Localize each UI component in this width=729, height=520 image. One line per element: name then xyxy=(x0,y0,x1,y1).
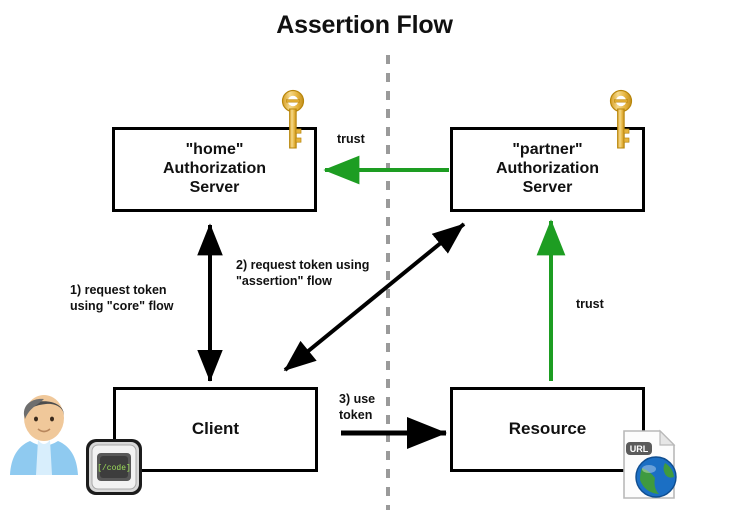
node-client[interactable]: Client xyxy=(113,387,318,472)
code-device-text: [/code] xyxy=(97,464,131,473)
node-home-authorization-server[interactable]: "home" Authorization Server xyxy=(112,127,317,212)
node-partner-authorization-server[interactable]: "partner" Authorization Server xyxy=(450,127,645,212)
node-client-label: Client xyxy=(191,419,240,439)
user-avatar-icon xyxy=(10,395,78,475)
node-resource-label: Resource xyxy=(508,419,587,439)
trust-boundary-divider xyxy=(386,55,390,510)
edge-label-request-token-assertion: 2) request token using "assertion" flow xyxy=(236,258,370,288)
arrow-request-token-assertion xyxy=(283,222,466,372)
node-resource[interactable]: Resource xyxy=(450,387,645,472)
edge-label-request-token-core: 1) request token using "core" flow xyxy=(70,283,174,313)
node-home-authorization-server-label: "home" Authorization Server xyxy=(162,141,267,196)
edge-label-trust-partner-to-home: trust xyxy=(337,132,365,146)
code-device-icon: [/code] xyxy=(86,439,142,495)
page-title: Assertion Flow xyxy=(276,11,453,39)
key-icon xyxy=(281,89,305,149)
url-badge-text: URL xyxy=(630,444,649,454)
url-globe-icon: URL xyxy=(623,429,677,499)
edge-label-trust-resource-to-partner: trust xyxy=(576,297,604,311)
node-partner-authorization-server-label: "partner" Authorization Server xyxy=(495,141,600,196)
key-icon xyxy=(609,89,633,149)
edge-label-use-token: 3) use token xyxy=(339,392,376,422)
